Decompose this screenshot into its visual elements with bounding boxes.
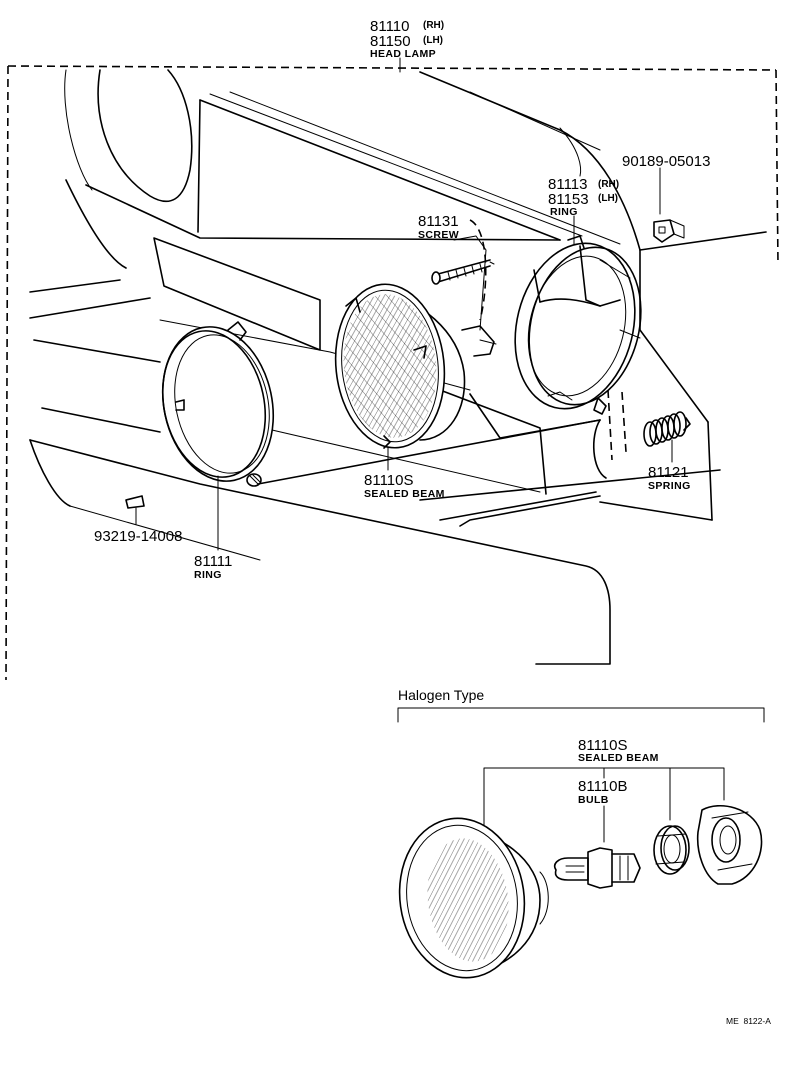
halogen-sealed-beam-part-no: 81110S xyxy=(578,737,628,754)
ring-outer-part-no-rh: 81113 xyxy=(548,176,588,193)
mounting-ring-81113[interactable] xyxy=(498,230,656,421)
figure-code: ME 8122-A xyxy=(726,1016,771,1026)
label-ring-front: 81111 RING xyxy=(194,553,232,581)
ring-outer-part-no-lh: 81153 xyxy=(548,191,589,208)
spring-part-no: 81121 xyxy=(648,464,689,481)
halogen-rubber-cover[interactable] xyxy=(696,805,763,885)
screw-93219-14008[interactable] xyxy=(125,495,145,525)
diagram-border xyxy=(5,65,779,681)
halogen-bulb-part-no: 81110B xyxy=(578,778,628,795)
label-small-screw: 93219-14008 xyxy=(94,528,182,545)
label-ring-outer: 81113 (RH) 81153 (LH) RING xyxy=(548,176,619,218)
headlamp-name: HEAD LAMP xyxy=(370,48,436,60)
label-spring: 81121 SPRING xyxy=(648,464,691,492)
leader-lines xyxy=(399,57,582,245)
screw-part-no: 81131 xyxy=(418,213,459,230)
sealed-beam-part-no: 81110S xyxy=(364,472,414,489)
ring-front-name: RING xyxy=(194,569,222,581)
halogen-retainer-ring[interactable] xyxy=(653,825,690,875)
headlamp-lh-suffix: (LH) xyxy=(423,35,443,46)
label-headlamp: 81110 (RH) 81150 (LH) HEAD LAMP xyxy=(370,18,444,60)
headlamp-part-no-lh: 81150 xyxy=(370,33,411,50)
label-sealed-beam: 81110S SEALED BEAM xyxy=(364,472,445,500)
halogen-title: Halogen Type xyxy=(398,687,484,703)
sealed-beam-name: SEALED BEAM xyxy=(364,488,445,500)
headlamp-part-no-rh: 81110 xyxy=(370,18,410,35)
headlamp-rh-suffix: (RH) xyxy=(423,20,444,31)
small-screw-part-no: 93219-14008 xyxy=(94,528,182,545)
screw-81131[interactable] xyxy=(431,235,495,331)
spring-name: SPRING xyxy=(648,480,691,492)
halogen-sealed-beam-name: SEALED BEAM xyxy=(578,752,659,764)
sealed-beam-main[interactable] xyxy=(328,279,497,471)
halogen-bulb[interactable] xyxy=(553,847,641,889)
spring-81121[interactable] xyxy=(643,411,691,463)
ring-outer-lh-suffix: (LH) xyxy=(598,193,618,204)
ring-front-part-no: 81111 xyxy=(194,553,232,570)
screw-name: SCREW xyxy=(418,229,459,241)
front-ring-81111[interactable] xyxy=(149,316,287,551)
halogen-section: Halogen Type 81110S SEALED BEAM 81110B B… xyxy=(397,687,765,843)
label-screw: 81131 SCREW xyxy=(418,213,459,241)
halogen-bulb-name: BULB xyxy=(578,794,609,806)
clip-part-no: 90189-05013 xyxy=(622,153,710,170)
ring-outer-rh-suffix: (RH) xyxy=(598,179,619,190)
clip-90189-05013[interactable] xyxy=(653,167,685,243)
halogen-sealed-beam[interactable] xyxy=(389,810,549,986)
label-clip: 90189-05013 xyxy=(622,153,710,170)
ring-outer-name: RING xyxy=(550,206,578,218)
